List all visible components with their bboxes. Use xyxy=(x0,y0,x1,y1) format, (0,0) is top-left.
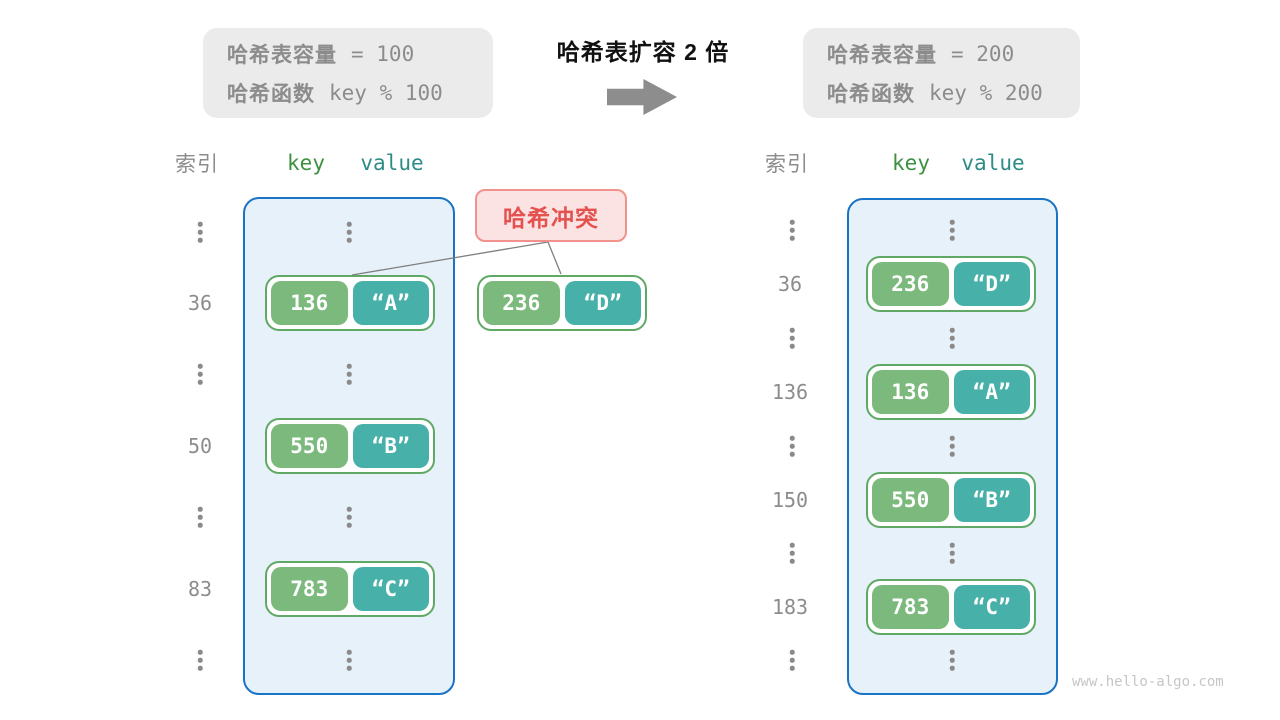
value-cell: “C” xyxy=(352,567,429,611)
right-header-value: value xyxy=(961,151,1025,175)
bucket-index: 50 xyxy=(187,434,213,458)
value-cell: “B” xyxy=(953,478,1030,522)
key-cell: 783 xyxy=(872,585,949,629)
ellipsis-icon xyxy=(346,506,352,528)
capacity-label: 哈希表容量 xyxy=(227,43,337,67)
left-header-value: value xyxy=(360,151,424,175)
right-arrow-icon xyxy=(607,79,677,115)
ellipsis-icon xyxy=(346,363,352,385)
key-cell: 783 xyxy=(271,567,348,611)
ellipsis-icon xyxy=(949,219,955,241)
value-cell: “B” xyxy=(352,424,429,468)
key-cell: 550 xyxy=(872,478,949,522)
ellipsis-icon xyxy=(197,363,203,385)
ellipsis-icon xyxy=(789,327,795,349)
capacity-note-right: 哈希表容量 = 200 哈希函数 key % 200 xyxy=(803,28,1080,118)
kv-pair: 783 “C” xyxy=(866,579,1036,635)
kv-pair: 236 “D” xyxy=(866,256,1036,312)
colliding-kv-pair: 236 “D” xyxy=(477,275,647,331)
bucket-index: 36 xyxy=(187,291,213,315)
capacity-value: = 200 xyxy=(951,41,1015,66)
ellipsis-icon xyxy=(789,649,795,671)
bucket-index: 36 xyxy=(777,272,803,296)
key-cell: 236 xyxy=(483,281,560,325)
value-cell: “A” xyxy=(352,281,429,325)
watermark: www.hello-algo.com xyxy=(1072,674,1224,690)
left-header-index: 索引 xyxy=(175,153,219,176)
ellipsis-icon xyxy=(949,649,955,671)
hash-function-label: 哈希函数 xyxy=(227,82,315,106)
ellipsis-icon xyxy=(346,221,352,243)
bucket-index: 150 xyxy=(771,488,809,512)
ellipsis-icon xyxy=(789,542,795,564)
ellipsis-icon xyxy=(949,435,955,457)
ellipsis-icon xyxy=(949,542,955,564)
expand-title: 哈希表扩容 2 倍 xyxy=(556,39,730,65)
hash-function-line: 哈希函数 key % 100 xyxy=(227,78,493,108)
bucket-index: 83 xyxy=(187,577,213,601)
value-cell: “A” xyxy=(953,370,1030,414)
hash-function-value: key % 100 xyxy=(329,80,443,105)
capacity-line: 哈希表容量 = 200 xyxy=(827,39,1080,69)
key-cell: 550 xyxy=(271,424,348,468)
kv-pair: 136 “A” xyxy=(866,364,1036,420)
ellipsis-icon xyxy=(197,221,203,243)
key-cell: 236 xyxy=(872,262,949,306)
right-header-key: key xyxy=(892,151,930,175)
capacity-value: = 100 xyxy=(351,41,415,66)
kv-pair: 550 “B” xyxy=(265,418,435,474)
value-cell: “C” xyxy=(953,585,1030,629)
ellipsis-icon xyxy=(197,649,203,671)
bucket-index: 183 xyxy=(771,595,809,619)
key-cell: 136 xyxy=(872,370,949,414)
key-cell: 136 xyxy=(271,281,348,325)
capacity-line: 哈希表容量 = 100 xyxy=(227,39,493,69)
kv-pair: 783 “C” xyxy=(265,561,435,617)
hash-function-value: key % 200 xyxy=(929,80,1043,105)
value-cell: “D” xyxy=(564,281,641,325)
ellipsis-icon xyxy=(789,435,795,457)
ellipsis-icon xyxy=(346,649,352,671)
ellipsis-icon xyxy=(949,327,955,349)
collision-label: 哈希冲突 xyxy=(475,189,627,242)
kv-pair: 550 “B” xyxy=(866,472,1036,528)
bucket-index: 136 xyxy=(771,380,809,404)
value-cell: “D” xyxy=(953,262,1030,306)
right-header-index: 索引 xyxy=(765,153,809,176)
ellipsis-icon xyxy=(197,506,203,528)
hash-function-line: 哈希函数 key % 200 xyxy=(827,78,1080,108)
hash-function-label: 哈希函数 xyxy=(827,82,915,106)
kv-pair: 136 “A” xyxy=(265,275,435,331)
capacity-note-left: 哈希表容量 = 100 哈希函数 key % 100 xyxy=(203,28,493,118)
capacity-label: 哈希表容量 xyxy=(827,43,937,67)
left-header-key: key xyxy=(287,151,325,175)
ellipsis-icon xyxy=(789,219,795,241)
